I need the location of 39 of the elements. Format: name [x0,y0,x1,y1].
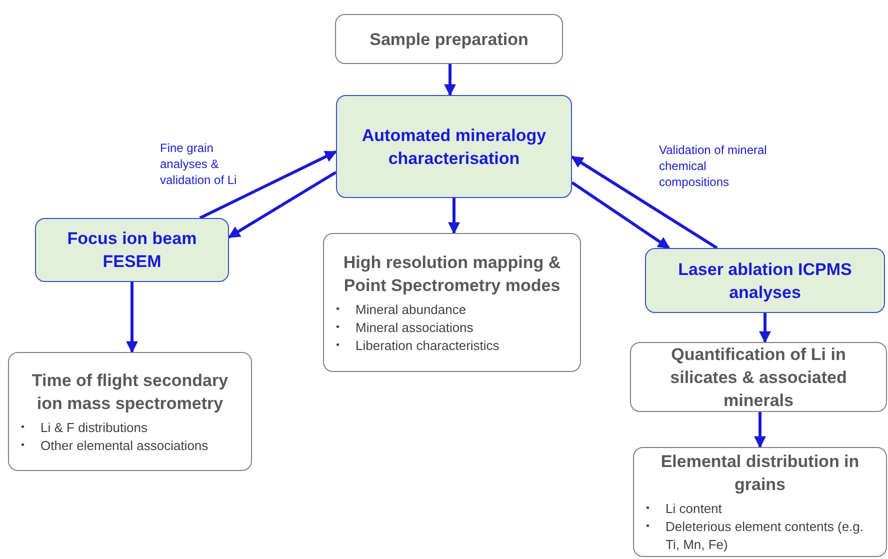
arrow [228,170,337,238]
process-box [335,14,563,64]
box-heading: Quantification of Li in silicates & associated minerals [669,344,848,412]
arrow [199,150,338,220]
highlighted-process-box [35,218,229,282]
bullet-marker: • [21,420,25,434]
arrow [444,64,456,96]
arrow [759,313,771,344]
box-heading: Laser ablation ICPMS analyses [677,258,853,304]
bullet-item: Other elemental associations [40,436,208,454]
arrow [126,282,138,354]
bullet-item: Deleterious element contents (e.g. Ti, Mn, Fe) [666,518,865,554]
bullet-marker: • [21,438,25,452]
bullet-item: Liberation characteristics [356,336,500,354]
arrow [571,181,670,250]
arrow [448,198,460,234]
box-heading: Focus ion beam FESEM [66,228,198,273]
bullet-marker: • [336,338,340,352]
process-box [633,447,887,557]
box-heading: Sample preparation [368,28,530,50]
bullet-marker: • [646,520,650,534]
bullet-marker: • [646,502,650,516]
bullet-marker: • [336,302,340,316]
bullet-item: Li content [666,500,722,518]
highlighted-process-box [645,248,885,313]
box-heading: High resolution mapping & Point Spectrometry modes [342,252,562,296]
bullet-item: Li & F distributions [40,418,148,436]
process-box [323,233,581,372]
box-heading: Automated mineralogy characterisation [360,124,548,170]
box-heading: Elemental distribution in grains [660,451,860,496]
process-box [630,342,887,412]
highlighted-process-box [336,95,572,198]
bullet-marker: • [336,320,340,334]
arrow [754,412,766,448]
bullet-item: Mineral abundance [356,300,466,318]
box-heading: Time of flight secondary ion mass spectrometry [30,370,230,414]
bullet-item: Mineral associations [356,318,474,336]
arrow [570,156,718,250]
process-box [8,352,252,471]
